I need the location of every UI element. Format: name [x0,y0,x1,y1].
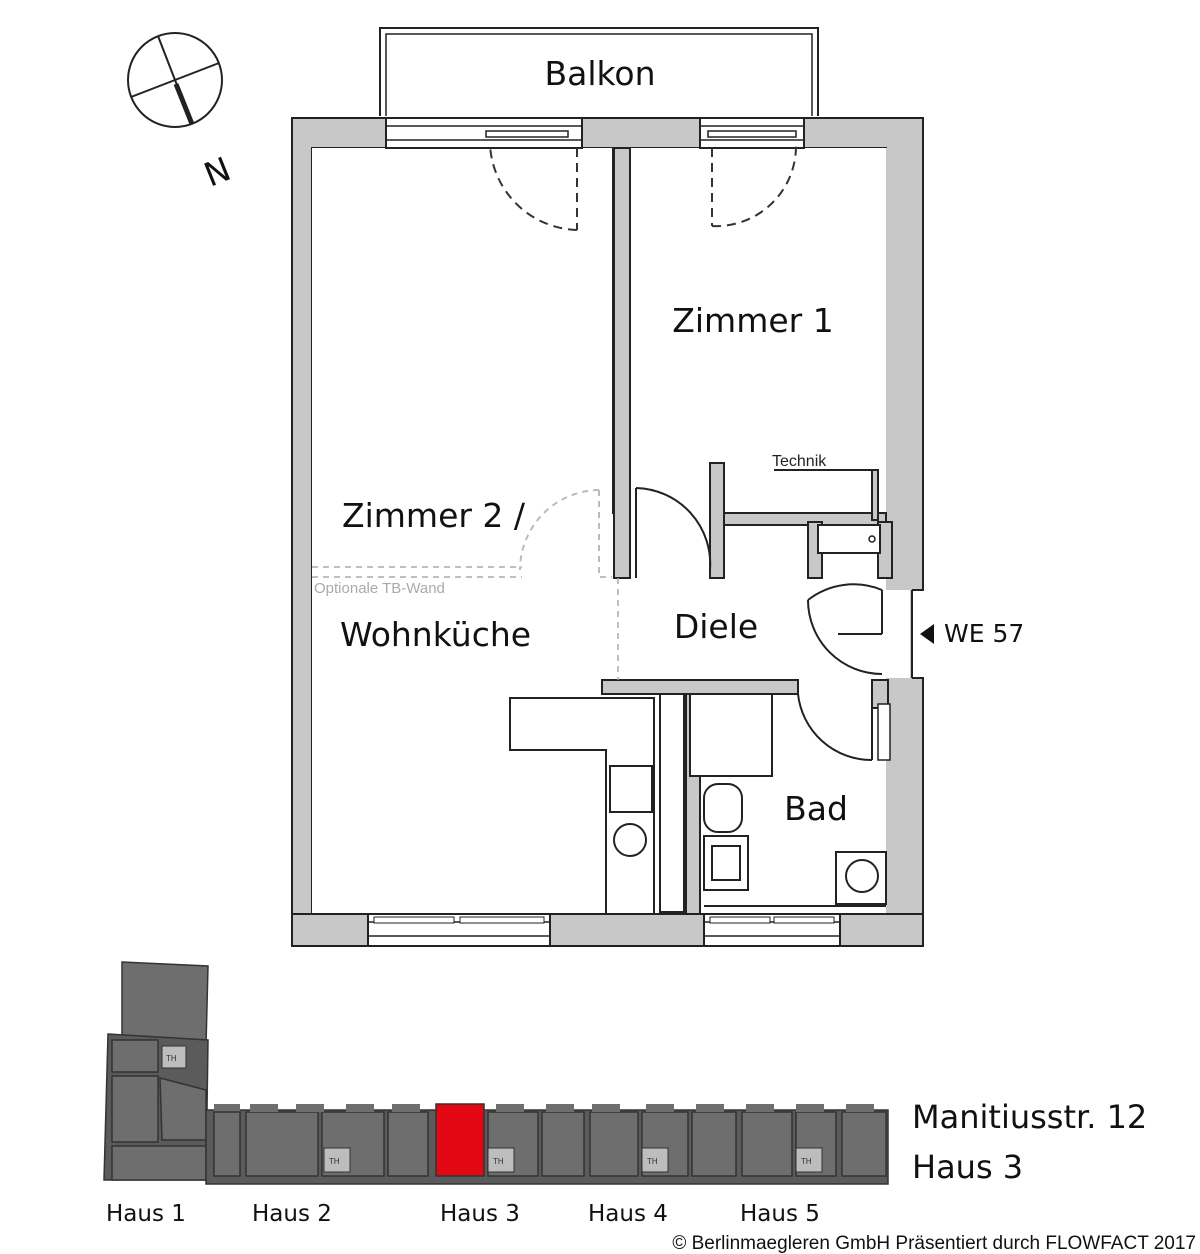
interior-walls [601,147,893,915]
tb-wand-label: Optionale TB-Wand [314,580,445,597]
kitchen-fixtures [509,697,655,915]
th-label: TH [493,1157,504,1166]
entrance-marker: WE 57 [920,619,1024,648]
haus-label-1: Haus 1 [106,1201,186,1227]
room-label-bad: Bad [784,789,848,828]
haus-label-4: Haus 4 [588,1201,668,1227]
th-label: TH [329,1157,340,1166]
balcony: Balkon [379,27,819,116]
room-label-zimmer1: Zimmer 1 [672,301,833,340]
room-label-wohnkueche: Wohnküche [340,615,531,654]
haus3-highlight [435,1103,485,1177]
site-plan: TH TH TH TH TH Haus 1 [103,961,889,1227]
haus-label-5: Haus 5 [740,1201,820,1227]
th-label: TH [801,1157,812,1166]
doors [489,144,883,762]
copyright-text: © Berlinmaegleren GmbH Präsentiert durch… [672,1233,1196,1254]
haus-label-2: Haus 2 [252,1201,332,1227]
th-label: TH [166,1054,177,1063]
th-label: TH [647,1157,658,1166]
technik-closet: Technik [772,453,881,554]
technik-label: Technik [772,453,827,470]
address-street: Manitiusstr. 12 [912,1098,1147,1136]
haus-label-3: Haus 3 [440,1201,520,1227]
bathroom-fixtures [689,693,887,907]
entrance-label: WE 57 [944,619,1024,648]
room-label-zimmer2: Zimmer 2 / [342,496,526,535]
room-label-balkon: Balkon [544,54,655,93]
room-label-diele: Diele [674,607,758,646]
north-label: N [198,149,235,194]
entrance-arrow-icon [920,624,934,644]
compass-icon [127,32,223,128]
address-house: Haus 3 [912,1148,1023,1186]
optional-tb-wall: Optionale TB-Wand [312,566,619,680]
windows [367,117,891,947]
